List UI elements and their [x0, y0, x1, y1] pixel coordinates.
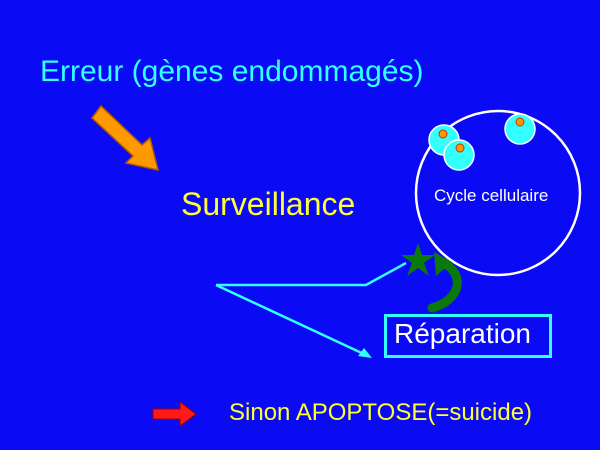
pathway-lines	[215, 261, 407, 358]
cell-icon-2	[443, 139, 475, 171]
cell-icon-3	[504, 113, 536, 145]
cell-cycle-label: Cycle cellulaire	[434, 186, 549, 205]
slide-title: Erreur (gènes endommagés)	[40, 55, 424, 88]
apoptosis-label: Sinon APOPTOSE(=suicide)	[229, 399, 533, 426]
repair-arrow-icon	[427, 252, 462, 313]
orange-arrow-icon	[90, 104, 160, 171]
surveillance-label: Surveillance	[181, 186, 356, 222]
star-icon	[401, 243, 435, 276]
repair-box	[384, 314, 552, 358]
cell-cycle-circle	[414, 109, 582, 277]
right-arrow-icon	[152, 401, 197, 427]
repair-label: Réparation	[394, 318, 531, 349]
